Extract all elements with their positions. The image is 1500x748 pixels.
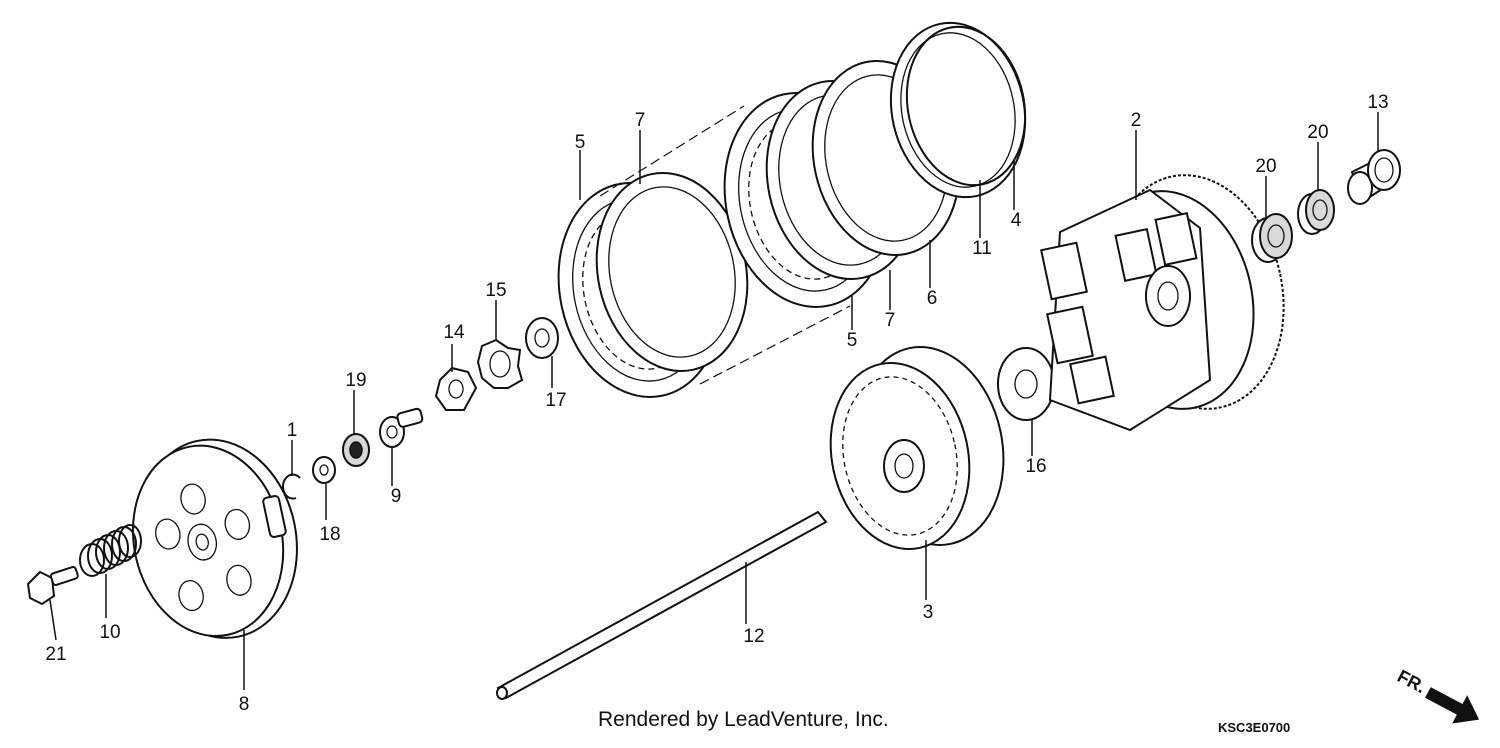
callout-21: 21 [45,644,66,665]
stack-guide-top [599,105,745,197]
stack-guide-bottom [699,305,851,385]
clutch-outer [1040,174,1285,432]
callout-16: 16 [1025,456,1046,477]
callout-1: 1 [287,420,298,441]
thrust-washer-17 [525,317,559,359]
callout-11: 11 [972,238,992,259]
flange-bolt [26,566,79,606]
callout-10: 10 [99,622,120,643]
callout-17: 17 [545,390,566,411]
callout-3: 3 [923,602,934,623]
clutch-center [829,346,1005,551]
judder-spring-seat [889,21,1027,199]
callout-14: 14 [443,322,465,343]
callout-5-bottom: 5 [847,330,858,351]
callout-8: 8 [239,694,250,715]
needle-bearing-b [1297,189,1335,235]
callout-5-top: 5 [575,132,586,153]
callout-9: 9 [391,486,402,507]
lock-washer [476,338,524,389]
callout-20-left: 20 [1255,156,1276,177]
bearing-19 [342,433,370,467]
callout-4: 4 [1011,210,1022,231]
callout-7-bottom: 7 [885,310,896,331]
front-direction-arrow-icon: FR. [1394,666,1480,724]
callout-2: 2 [1131,110,1142,131]
circlip [281,473,301,500]
callout-19: 19 [345,370,366,391]
lifter-rod [496,510,828,700]
front-direction-label: FR. [1394,666,1429,697]
callout-13: 13 [1367,92,1388,113]
callout-6: 6 [927,288,938,309]
callout-18: 18 [319,524,340,545]
diagram-code: KSC3E0700 [1218,720,1291,735]
callout-15: 15 [485,280,506,301]
pressure-plate [132,438,298,639]
leader-lines [49,112,1379,690]
callout-20-right: 20 [1307,122,1328,143]
outer-guide-collar [1347,149,1401,205]
lock-nut [434,366,478,411]
clutch-lifter [379,407,424,448]
render-credit: Rendered by LeadVenture, Inc. [598,708,889,731]
callout-7-top: 7 [635,110,646,131]
clutch-spring [79,524,142,577]
needle-bearing-a [1251,213,1293,263]
washer-18 [312,456,336,484]
callout-12: 12 [743,626,764,647]
thrust-washer-16 [997,347,1055,421]
